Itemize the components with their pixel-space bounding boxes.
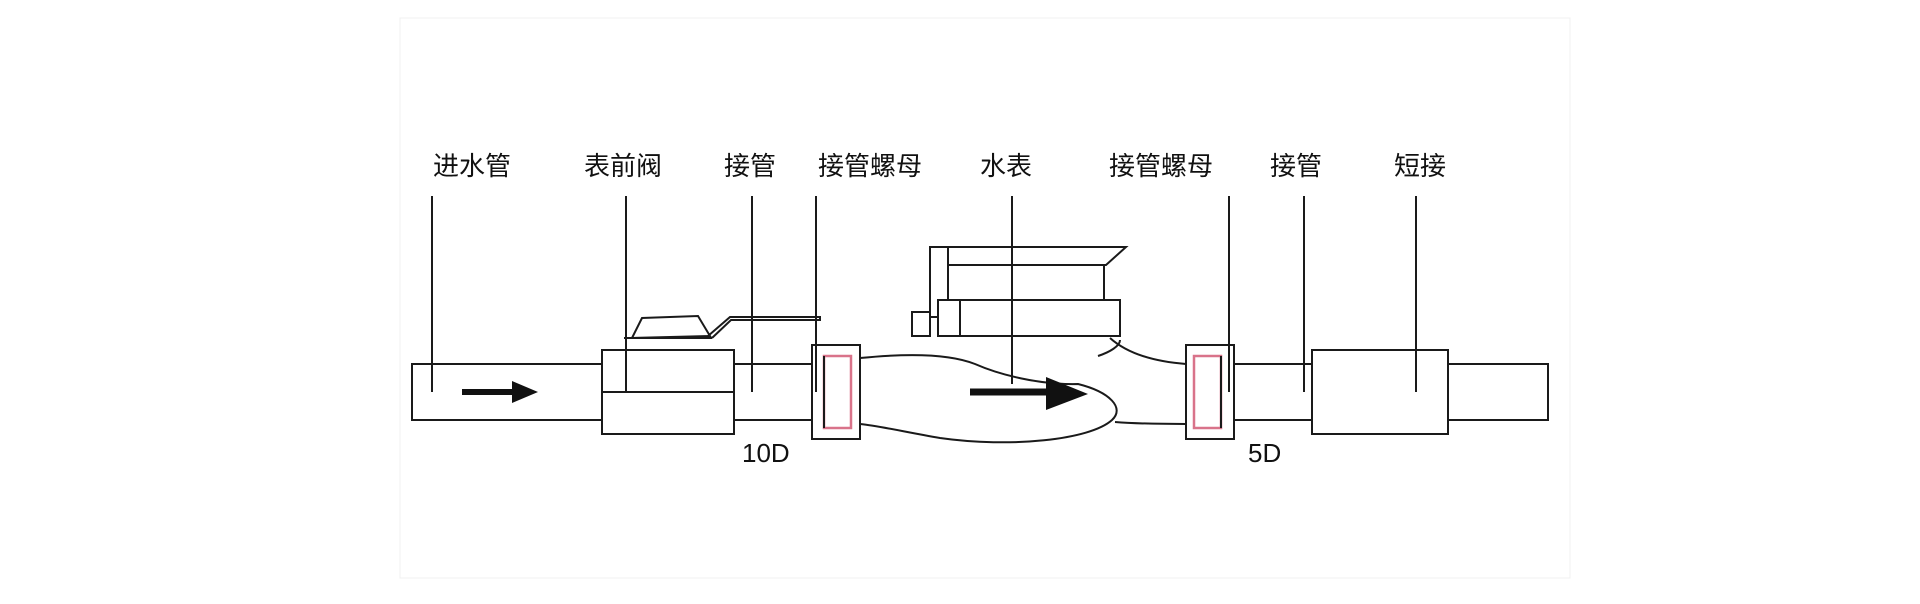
label-connector-1: 接管	[724, 152, 777, 182]
label-inlet-pipe: 进水管	[433, 152, 512, 182]
meter-knob	[911, 311, 931, 337]
valve-lever	[707, 316, 821, 339]
label-connector-nut-1: 接管螺母	[818, 152, 923, 182]
meter-lid	[930, 246, 1129, 266]
connector-pipe-2	[1233, 363, 1315, 421]
connector-nut-1-shape	[811, 344, 861, 440]
inlet-pipe-shape	[411, 363, 603, 421]
dimension-downstream: 5D	[1248, 438, 1282, 468]
meter-stub-right	[1109, 337, 1187, 365]
label-short-joint: 短接	[1394, 152, 1447, 182]
label-water-meter: 水表	[980, 152, 1033, 182]
meter-register-body	[937, 299, 1121, 337]
meter-body-outline	[859, 354, 1118, 444]
label-connector-2: 接管	[1270, 152, 1323, 182]
frame	[399, 17, 1571, 579]
meter-stub-upper	[1097, 339, 1121, 357]
meter-outlet-lower	[1114, 421, 1187, 425]
valve-knob	[630, 314, 712, 340]
short-joint-body	[1311, 349, 1449, 435]
label-front-valve: 表前阀	[584, 152, 663, 182]
dimension-upstream: 10D	[742, 438, 790, 468]
inlet-arrow-head	[512, 381, 538, 403]
connector-pipe-1	[733, 363, 815, 421]
label-connector-nut-2: 接管螺母	[1109, 152, 1214, 182]
meter-arrow-head	[1046, 377, 1088, 410]
outlet-pipe	[1447, 363, 1549, 421]
